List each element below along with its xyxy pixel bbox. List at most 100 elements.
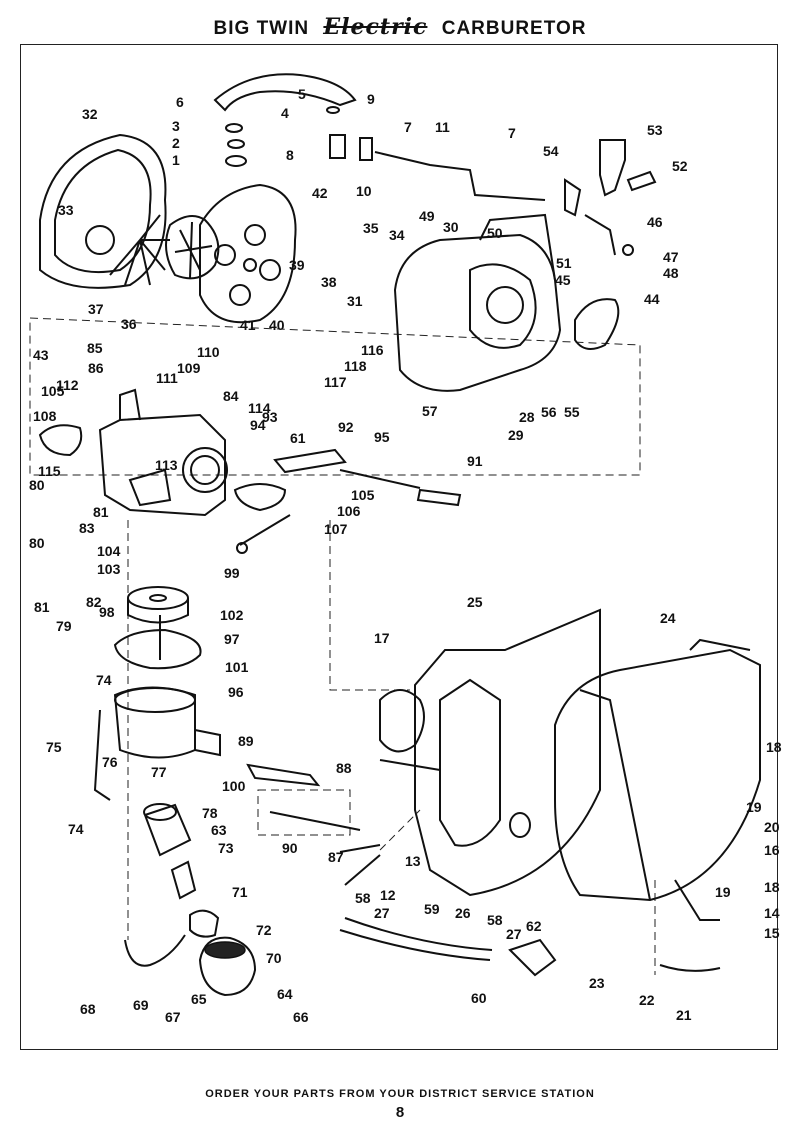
callout-38: 38 (321, 274, 337, 290)
callout-47: 47 (663, 249, 679, 265)
callout-9: 9 (367, 91, 375, 107)
callout-71: 71 (232, 884, 248, 900)
small-parts-top (225, 106, 546, 201)
callout-84: 84 (223, 388, 239, 404)
adjusting-screws (246, 763, 381, 853)
callout-55: 55 (564, 404, 580, 420)
callout-102: 102 (220, 607, 244, 623)
callout-3: 3 (172, 118, 180, 134)
bracket-22 (659, 964, 721, 972)
callout-80b: 80 (29, 535, 45, 551)
callout-27b: 27 (506, 926, 522, 942)
callout-19b: 19 (715, 884, 731, 900)
callout-35: 35 (363, 220, 379, 236)
callout-74a: 74 (96, 672, 112, 688)
callout-33: 33 (58, 202, 74, 218)
callout-105a: 105 (41, 383, 65, 399)
gasket-44 (574, 298, 620, 350)
callout-95: 95 (374, 429, 390, 445)
callout-81a: 81 (93, 504, 109, 520)
callout-118: 118 (344, 358, 367, 374)
callout-56: 56 (541, 404, 557, 420)
callout-72: 72 (256, 922, 272, 938)
footer-order-text: ORDER YOUR PARTS FROM YOUR DISTRICT SERV… (205, 1088, 595, 1100)
callout-79: 79 (56, 618, 72, 634)
gasket-106 (233, 483, 287, 512)
callout-31: 31 (347, 293, 363, 309)
callout-41: 41 (240, 317, 256, 333)
gasket-32 (39, 133, 167, 289)
callout-80a: 80 (29, 477, 45, 493)
callout-114: 114 (248, 400, 271, 416)
lower-housing-25 (379, 608, 601, 897)
callout-39: 39 (289, 257, 305, 273)
page-number: 8 (395, 1104, 405, 1121)
callout-8: 8 (286, 147, 294, 163)
guide-bowl (329, 520, 410, 691)
callout-83: 83 (79, 520, 95, 536)
callout-70: 70 (266, 950, 282, 966)
callout-34: 34 (389, 227, 405, 243)
callout-58b: 58 (487, 912, 503, 928)
callout-24: 24 (660, 610, 676, 626)
callout-69: 69 (133, 997, 149, 1013)
callout-112: 112 (56, 377, 79, 393)
throttle-body (98, 388, 228, 517)
callout-4: 4 (281, 105, 289, 121)
callout-65: 65 (191, 991, 207, 1007)
callout-117: 117 (324, 374, 347, 390)
bracket-59 (339, 917, 557, 977)
callout-40: 40 (269, 317, 285, 333)
callout-58a: 58 (355, 890, 371, 906)
plug-71 (170, 860, 197, 900)
callout-30: 30 (443, 219, 459, 235)
upper-housing-30 (393, 213, 562, 392)
callout-2: 2 (172, 135, 180, 151)
callout-11: 11 (435, 119, 450, 135)
callout-115: 115 (38, 463, 61, 479)
callout-93: 93 (262, 409, 278, 425)
callout-98: 98 (99, 604, 115, 620)
callout-66: 66 (293, 1009, 309, 1025)
callout-89: 89 (238, 733, 254, 749)
callout-54: 54 (543, 143, 559, 159)
callout-116: 116 (361, 342, 384, 358)
callout-45: 45 (555, 272, 571, 288)
title-left: BIG TWIN (213, 18, 310, 39)
callout-27a: 27 (374, 905, 390, 921)
callout-7b: 7 (508, 125, 516, 141)
callout-19a: 19 (746, 799, 762, 815)
callout-99: 99 (224, 565, 240, 581)
gasket-108 (38, 424, 83, 457)
callout-105b: 105 (351, 487, 375, 503)
callout-6: 6 (176, 94, 184, 110)
callout-48: 48 (663, 265, 679, 281)
callout-20: 20 (764, 819, 780, 835)
heater-73 (143, 803, 192, 857)
callout-7a: 7 (404, 119, 412, 135)
callout-64: 64 (277, 986, 293, 1002)
callout-37: 37 (88, 301, 104, 317)
callout-88: 88 (336, 760, 352, 776)
title-right: CARBURETOR (441, 18, 587, 39)
callout-62: 62 (526, 918, 542, 934)
callout-106: 106 (337, 503, 361, 519)
callout-52: 52 (672, 158, 688, 174)
callout-21: 21 (676, 1007, 692, 1023)
callout-104: 104 (97, 543, 121, 559)
callout-50: 50 (487, 225, 503, 241)
callout-18a: 18 (766, 739, 782, 755)
guide-jet-box (257, 789, 351, 836)
callout-32: 32 (82, 106, 98, 122)
callout-100: 100 (222, 778, 246, 794)
assembly-guide-lines (29, 317, 656, 975)
callout-68: 68 (80, 1001, 96, 1017)
callout-94: 94 (250, 417, 266, 433)
callout-78: 78 (202, 805, 218, 821)
callout-67: 67 (165, 1009, 181, 1025)
guide-nozzle (379, 809, 421, 851)
callout-61: 61 (290, 430, 306, 446)
callout-5: 5 (298, 86, 306, 102)
callout-42: 42 (312, 185, 328, 201)
callout-107: 107 (324, 521, 348, 537)
